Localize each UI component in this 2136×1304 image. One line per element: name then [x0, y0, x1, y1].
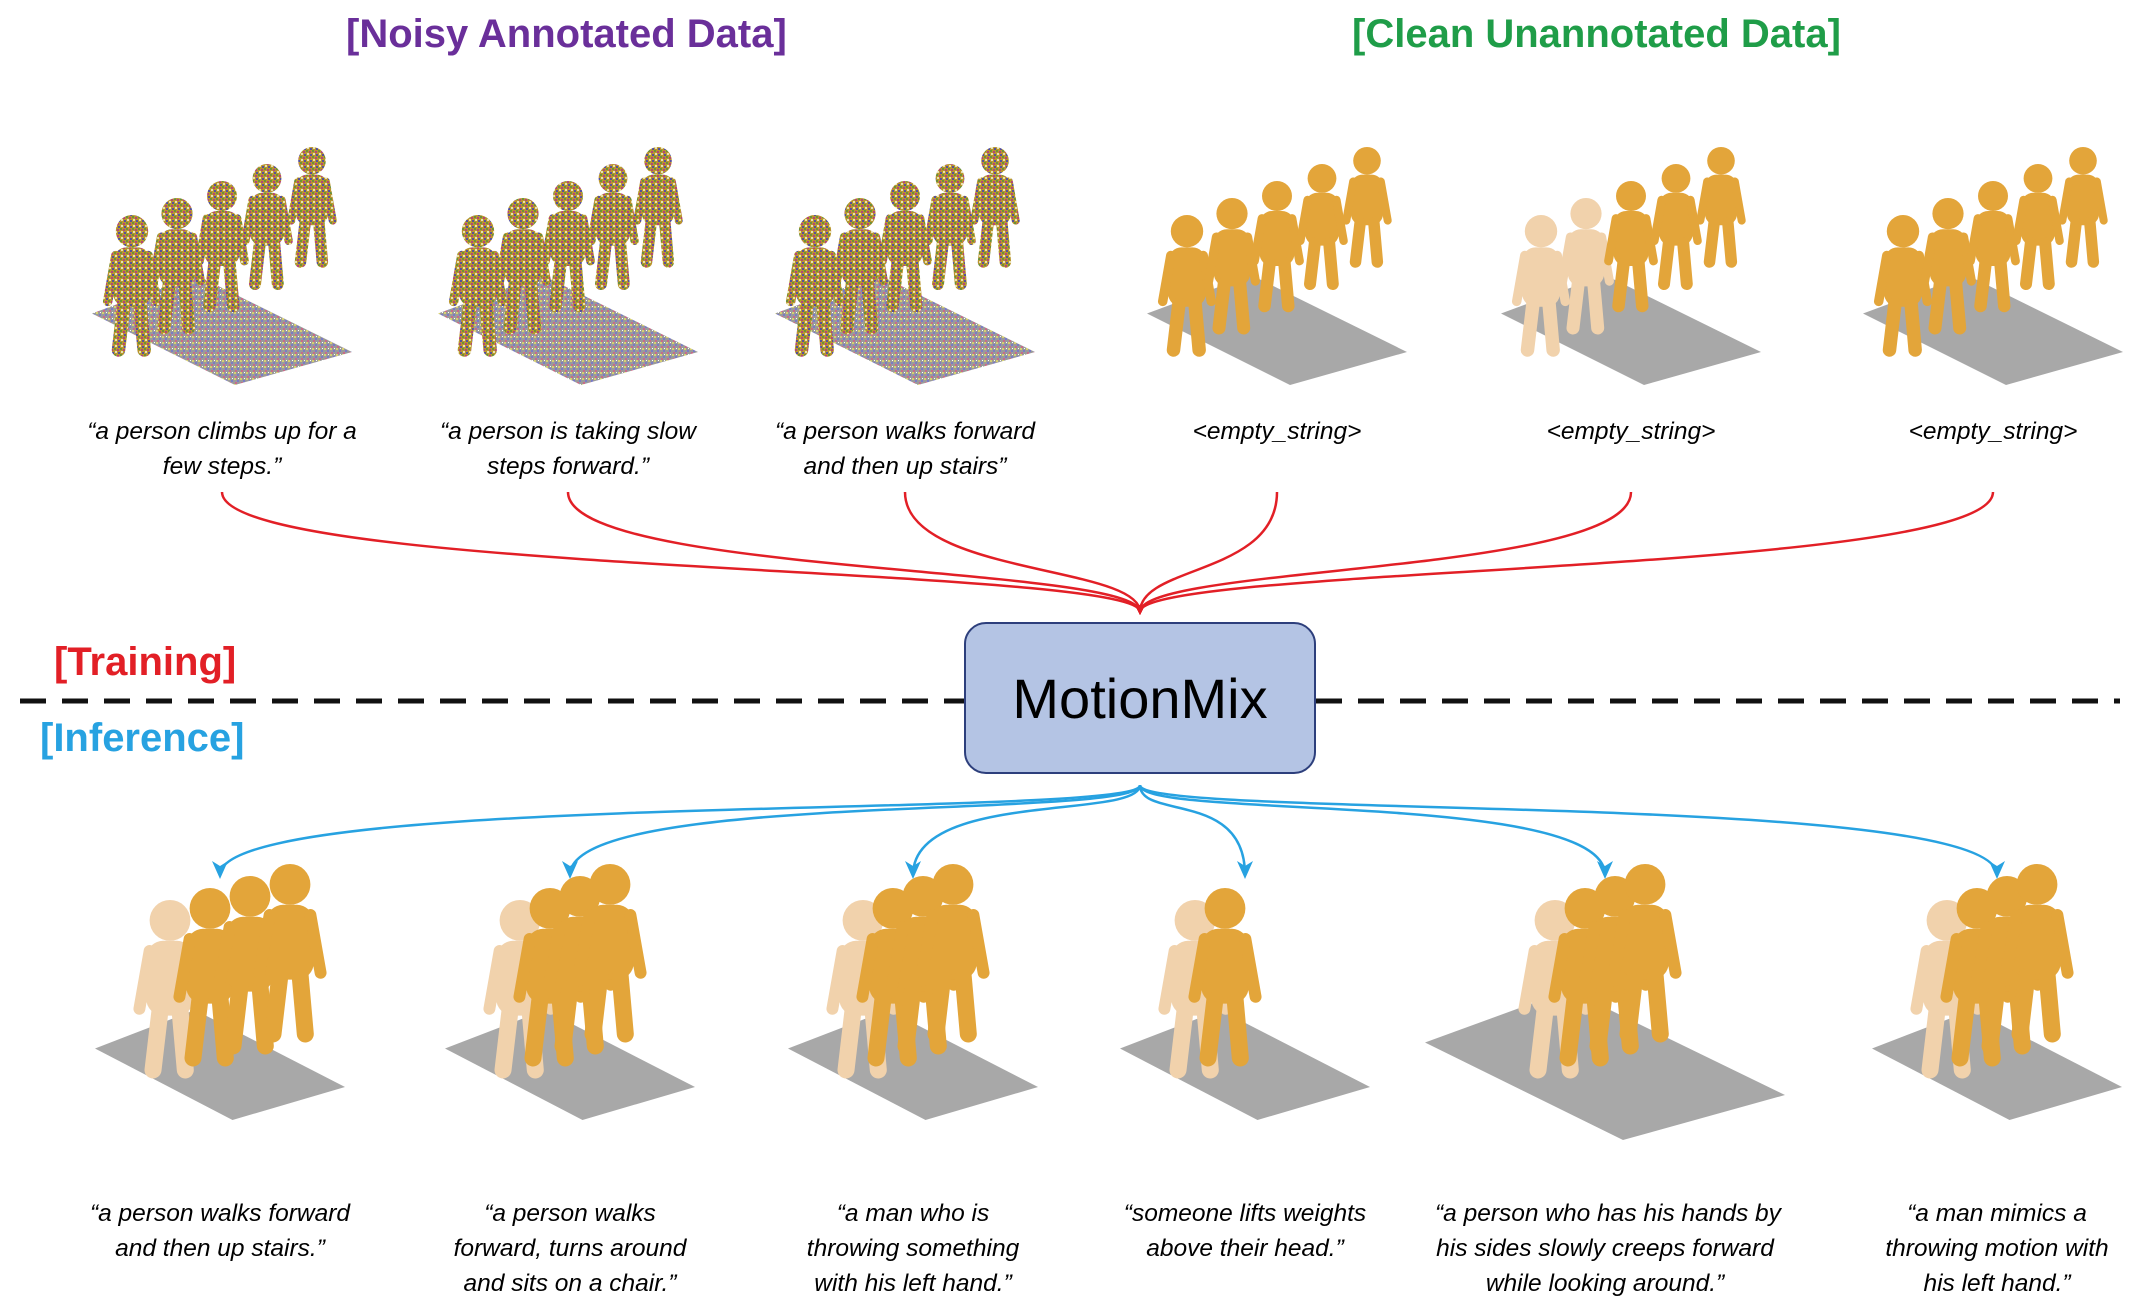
training-caption-1-line-1: “a person climbs up for a [87, 418, 357, 445]
training-caption-6: <empty_string> [1823, 414, 2136, 449]
train-sample-4-pose-1 [1157, 215, 1217, 357]
inference-connector-2 [562, 784, 1142, 879]
training-connector-1 [220, 491, 1145, 615]
inference-connector-5 [1138, 784, 1613, 879]
inference-caption-6-line-3: his left hand.” [1923, 1270, 2071, 1297]
training-caption-5-line-1: <empty_string> [1546, 418, 1716, 445]
train-sample-4-pose-4 [1296, 164, 1348, 290]
inference-caption-2-line-1: “a person walks [484, 1200, 656, 1227]
inference-caption-6-line-1: “a man mimics a [1907, 1200, 2087, 1227]
inference-sample-2-pose-4 [573, 864, 647, 1043]
training-caption-3: “a person walks forward and then up stair… [735, 414, 1075, 484]
training-caption-2-line-1: “a person is taking slow [439, 418, 696, 445]
train-sample-2-pose-1 [448, 215, 508, 357]
train-sample-3-pose-5 [970, 147, 1020, 268]
inference-sample-4-pose-2 [1188, 888, 1262, 1067]
train-sample-2-pose-5 [633, 147, 683, 268]
inference-caption-1-line-1: “a person walks forward [89, 1200, 351, 1227]
train-sample-4-pose-2 [1204, 198, 1260, 335]
inference-caption-2-line-2: forward, turns around [453, 1235, 687, 1262]
train-sample-1-pose-4 [241, 164, 293, 290]
inference-caption-3: “a man who is throwing something with his … [743, 1196, 1083, 1301]
train-sample-3-pose-4 [924, 164, 976, 290]
clean-unannotated-heading: [Clean Unannotated Data] [1352, 12, 1841, 56]
inference-caption-4-line-1: “someone lifts weights [1123, 1200, 1367, 1227]
inference-label: [Inference] [40, 716, 245, 760]
inference-caption-4: “someone lifts weights above their head.” [1075, 1196, 1415, 1266]
train-sample-6-pose-5 [2058, 147, 2108, 268]
training-caption-3-line-2: and then up stairs” [803, 453, 1007, 480]
training-connector-2 [566, 491, 1145, 615]
train-sample-1-pose-1 [102, 215, 162, 357]
train-sample-1-pose-3 [195, 181, 249, 313]
inference-connector-3 [905, 784, 1142, 879]
inference-caption-5-line-1: “a person who has his hands by [1435, 1200, 1781, 1227]
train-sample-5-pose-3 [1604, 181, 1658, 313]
train-sample-2-pose-4 [587, 164, 639, 290]
inference-caption-3-line-3: with his left hand.” [814, 1270, 1012, 1297]
inference-caption-2-line-3: and sits on a chair.” [463, 1270, 677, 1297]
train-sample-5-pose-2 [1558, 198, 1614, 335]
inference-caption-4-line-2: above their head.” [1146, 1235, 1344, 1262]
train-sample-6-pose-3 [1966, 181, 2020, 313]
inference-caption-5-line-2: his sides slowly creeps forward [1436, 1235, 1774, 1262]
training-connector-3 [903, 491, 1145, 615]
train-sample-1-pose-2 [149, 198, 205, 335]
train-sample-3-pose-3 [878, 181, 932, 313]
training-caption-4-line-1: <empty_string> [1192, 418, 1362, 445]
inference-sample-1-pose-4 [253, 864, 327, 1043]
noisy-annotated-heading: [Noisy Annotated Data] [346, 12, 787, 56]
inference-caption-1: “a person walks forward and then up stair… [50, 1196, 390, 1266]
train-sample-5-pose-4 [1650, 164, 1702, 290]
inference-sample-6-pose-4 [2000, 864, 2074, 1043]
inference-caption-5-line-3: while looking around.” [1485, 1270, 1725, 1297]
training-caption-6-line-1: <empty_string> [1908, 418, 2078, 445]
training-caption-4: <empty_string> [1107, 414, 1447, 449]
train-sample-5-pose-5 [1696, 147, 1746, 268]
training-label: [Training] [54, 640, 237, 684]
training-caption-1-line-2: few steps.” [162, 453, 282, 480]
training-caption-3-line-1: “a person walks forward [774, 418, 1036, 445]
model-name: MotionMix [1012, 666, 1268, 730]
inference-connector-4 [1138, 784, 1253, 879]
motionmix-model-box: MotionMix [964, 622, 1316, 774]
training-connector-6 [1135, 491, 1995, 615]
inference-sample-5-pose-4 [1608, 864, 1682, 1043]
inference-connector-6 [1138, 783, 2005, 879]
inference-caption-6: “a man mimics a throwing motion with his l… [1827, 1196, 2136, 1301]
train-sample-6-pose-1 [1873, 215, 1933, 357]
inference-caption-1-line-2: and then up stairs.” [115, 1235, 325, 1262]
train-sample-6-pose-2 [1920, 198, 1976, 335]
inference-caption-6-line-2: throwing motion with [1885, 1235, 2109, 1262]
inference-sample-3-pose-4 [916, 864, 990, 1043]
train-sample-2-pose-2 [495, 198, 551, 335]
inference-caption-3-line-2: throwing something [806, 1235, 1020, 1262]
inference-caption-5: “a person who has his hands by his sides … [1435, 1196, 1781, 1301]
train-sample-4-pose-3 [1250, 181, 1304, 313]
training-caption-1: “a person climbs up for a few steps.” [52, 414, 392, 484]
training-connector-4 [1135, 491, 1279, 615]
inference-caption-2: “a person walks forward, turns around and … [400, 1196, 740, 1301]
train-sample-2-pose-3 [541, 181, 595, 313]
training-caption-2-line-2: steps forward.” [486, 453, 650, 480]
inference-connector-1 [212, 783, 1142, 879]
train-sample-1-pose-5 [287, 147, 337, 268]
train-sample-6-pose-4 [2012, 164, 2064, 290]
train-sample-4-pose-5 [1342, 147, 1392, 268]
training-caption-5: <empty_string> [1461, 414, 1801, 449]
training-connector-5 [1135, 491, 1633, 615]
training-caption-2: “a person is taking slow steps forward.” [398, 414, 738, 484]
inference-caption-3-line-1: “a man who is [836, 1200, 990, 1227]
